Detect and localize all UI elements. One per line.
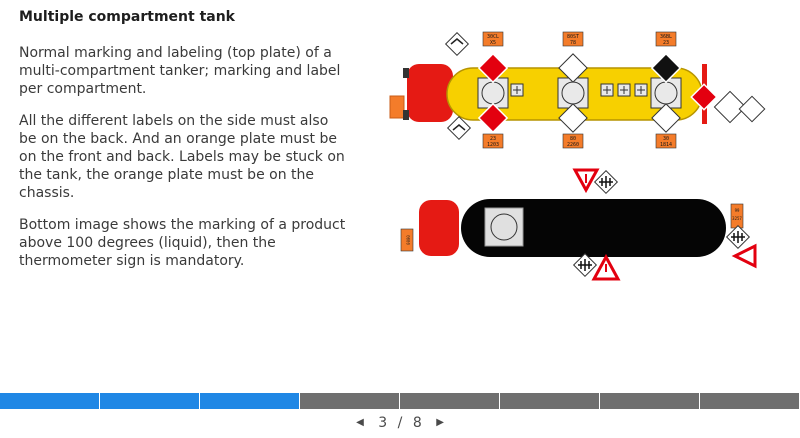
progress-segment-1 bbox=[0, 393, 100, 409]
paragraph-labels: All the different labels on the side mus… bbox=[19, 113, 345, 201]
svg-text:99: 99 bbox=[735, 208, 740, 213]
svg-text:1203: 1203 bbox=[487, 142, 499, 148]
svg-text:0000: 0000 bbox=[406, 235, 411, 245]
progress-segment-7 bbox=[600, 393, 700, 409]
paragraph-top-plate: Normal marking and labeling (top plate) … bbox=[19, 45, 341, 97]
page-separator: / bbox=[397, 415, 403, 431]
pager: ◀ 3 / 8 ▶ bbox=[0, 414, 800, 432]
prev-page-button[interactable]: ◀ bbox=[356, 417, 364, 428]
svg-text:1814: 1814 bbox=[660, 142, 672, 148]
current-page: 3 bbox=[378, 415, 388, 431]
progress-segment-2 bbox=[100, 393, 200, 409]
top-cab bbox=[407, 64, 453, 122]
svg-text:80: 80 bbox=[570, 136, 576, 142]
progress-segment-6 bbox=[500, 393, 600, 409]
svg-text:23: 23 bbox=[663, 40, 669, 46]
next-page-button[interactable]: ▶ bbox=[436, 417, 444, 428]
bottom-tank bbox=[461, 199, 726, 257]
paragraph-thermometer: Bottom image shows the marking of a prod… bbox=[19, 217, 346, 269]
svg-text:3257: 3257 bbox=[732, 216, 742, 221]
tanker-illustration: 30CL X5 80ST 78 36BL 23 23 1203 80 2260 … bbox=[389, 31, 766, 281]
front-orange-plate bbox=[389, 95, 405, 119]
svg-text:23: 23 bbox=[490, 136, 496, 142]
progress-segment-8 bbox=[700, 393, 800, 409]
svg-text:78: 78 bbox=[570, 40, 576, 46]
bottom-tanker: 0000 99 3257 bbox=[400, 168, 757, 281]
top-compartments bbox=[477, 77, 682, 109]
thermometer-warning-signs bbox=[572, 168, 757, 281]
svg-text:30CL: 30CL bbox=[487, 34, 499, 40]
slide-title: Multiple compartment tank bbox=[19, 9, 235, 25]
svg-text:36BL: 36BL bbox=[660, 34, 672, 40]
top-orange-plates: 30CL X5 80ST 78 36BL 23 23 1203 80 2260 … bbox=[482, 31, 677, 149]
progress-segment-4 bbox=[300, 393, 400, 409]
svg-text:X5: X5 bbox=[490, 40, 496, 46]
bottom-front-plate bbox=[400, 228, 414, 252]
svg-text:80ST: 80ST bbox=[567, 34, 579, 40]
progress-segment-5 bbox=[400, 393, 500, 409]
svg-text:30: 30 bbox=[663, 136, 669, 142]
progress-segment-3 bbox=[200, 393, 300, 409]
total-pages: 8 bbox=[412, 415, 422, 431]
top-side-labels bbox=[444, 31, 766, 141]
progress-bar bbox=[0, 393, 800, 409]
top-tanker: 30CL X5 80ST 78 36BL 23 23 1203 80 2260 … bbox=[389, 31, 766, 149]
svg-text:2260: 2260 bbox=[567, 142, 579, 148]
bottom-cab bbox=[419, 200, 459, 256]
slide-text: Normal marking and labeling (top plate) … bbox=[19, 44, 349, 284]
